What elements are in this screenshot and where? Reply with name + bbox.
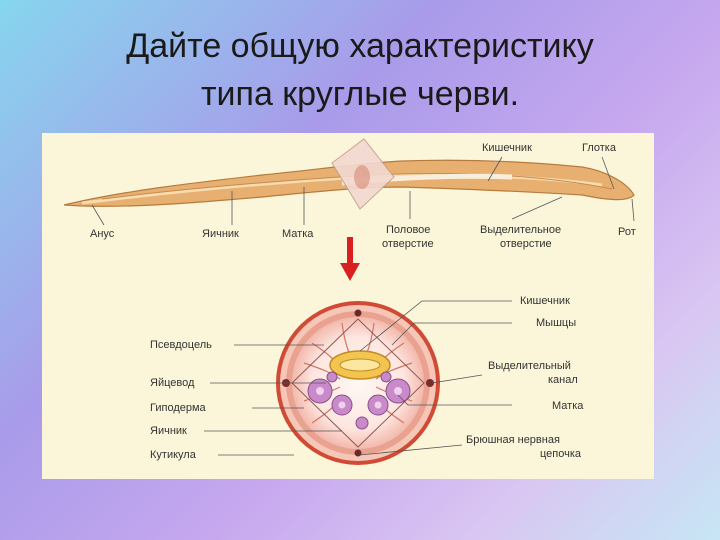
label-cuticle: Кутикула — [150, 449, 197, 461]
label-mouth: Рот — [618, 226, 636, 238]
label-pharynx: Глотка — [582, 142, 617, 154]
label-excretory-canal-1: Выделительный — [488, 360, 571, 372]
roundworm-diagram: Кишечник Глотка Анус Яичник Матка Полово… — [63, 138, 636, 465]
label-oviduct: Яйцевод — [150, 377, 195, 389]
down-arrow-icon — [340, 237, 360, 281]
label-ovary-section: Яичник — [150, 425, 187, 437]
label-uterus-top: Матка — [282, 228, 314, 240]
title-line-1: Дайте общую характеристику — [126, 27, 594, 65]
label-ovary-top: Яичник — [202, 228, 239, 240]
label-nerve-chord-2: цепочка — [540, 448, 582, 460]
label-genital-1: Половое — [386, 224, 430, 236]
label-excretory-opening-2: отверстие — [500, 238, 552, 250]
label-hypodermis: Гиподерма — [150, 402, 207, 414]
label-genital-2: отверстие — [382, 238, 434, 250]
title-line-2: типа круглые черви. — [200, 75, 520, 113]
label-intestine-top: Кишечник — [482, 142, 532, 154]
label-excretory-canal-2: канал — [548, 374, 578, 386]
label-intestine-section: Кишечник — [520, 295, 570, 307]
label-anus: Анус — [90, 228, 115, 240]
section-plane — [331, 138, 395, 210]
cross-section — [276, 301, 440, 465]
slide-title: Дайте общую характеристику типа круглые … — [0, 22, 720, 118]
label-excretory-opening-1: Выделительное — [480, 224, 561, 236]
label-uterus-section: Матка — [552, 400, 584, 412]
diagram-panel: Кишечник Глотка Анус Яичник Матка Полово… — [42, 133, 654, 479]
label-pseudocoel: Псевдоцель — [150, 339, 212, 351]
label-muscles: Мышцы — [536, 317, 576, 329]
label-nerve-chord-1: Брюшная нервная — [466, 434, 560, 446]
